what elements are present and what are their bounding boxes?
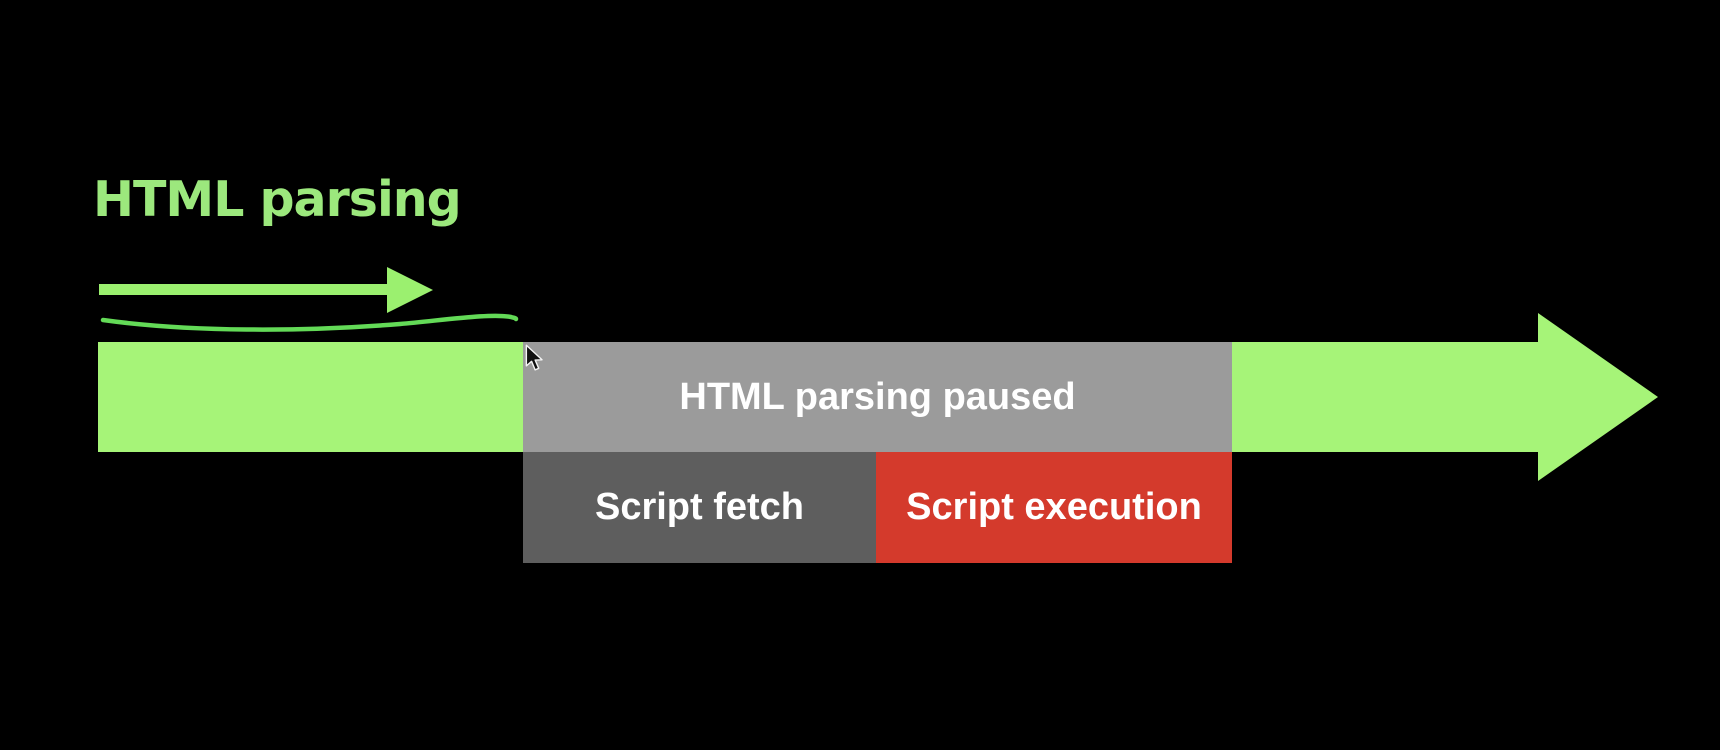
squiggle-underline-icon: [100, 313, 519, 332]
small-arrow-icon: [99, 267, 433, 313]
html-parsing-title: HTML parsing: [93, 171, 462, 228]
mouse-cursor-icon: [525, 344, 543, 371]
script-fetch-box: Script fetch: [523, 452, 876, 563]
script-fetch-label: Script fetch: [594, 486, 805, 528]
html-parsing-paused-box: HTML parsing paused: [523, 342, 1232, 452]
html-parsing-paused-label: HTML parsing paused: [679, 375, 1076, 418]
script-execution-box: Script execution: [876, 452, 1232, 563]
script-execution-label: Script execution: [906, 486, 1202, 528]
